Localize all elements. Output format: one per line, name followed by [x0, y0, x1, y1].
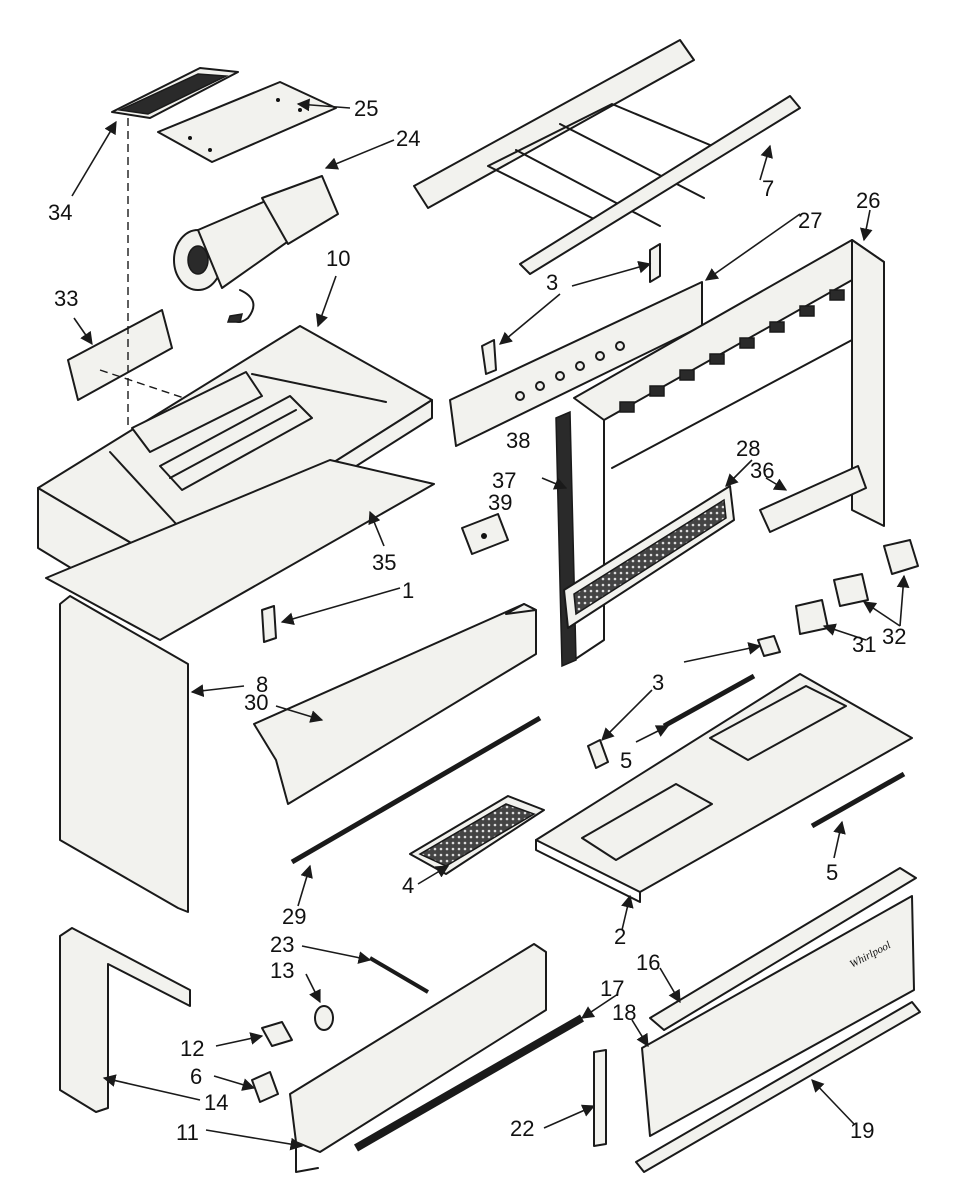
- callout-16: 16: [636, 950, 660, 975]
- callout-3: 3: [652, 670, 664, 695]
- part-34-vent-bracket: [111, 67, 239, 119]
- part-3-hinge-clip: [587, 635, 781, 769]
- part-12-light-socket: [261, 1021, 293, 1047]
- callout-35: 35: [372, 550, 396, 575]
- callout-18: 18: [612, 1000, 636, 1025]
- callout-12: 12: [180, 1036, 204, 1061]
- part-35-bottom-panel: [45, 459, 435, 641]
- callout-33: 33: [54, 286, 78, 311]
- part-23-lamp-wire: [368, 956, 430, 994]
- callout-1: 1: [402, 578, 414, 603]
- part-30-front-trim: [253, 603, 537, 805]
- callout-7: 7: [762, 176, 774, 201]
- callout-31: 31: [852, 632, 876, 657]
- part-39-switch: [461, 513, 509, 555]
- callout-11: 11: [176, 1120, 199, 1145]
- part-16-trim-strip: [649, 867, 917, 1031]
- vent-slot-row: [619, 289, 845, 413]
- callout-5: 5: [826, 860, 838, 885]
- assembly-line: [99, 369, 191, 401]
- part-36-latch-bracket: [759, 465, 867, 533]
- callout-36: 36: [750, 458, 774, 483]
- callout-29: 29: [282, 904, 306, 929]
- callout-34: 34: [48, 200, 72, 225]
- part-32-switch: [833, 539, 919, 607]
- part-26-front-frame: [573, 239, 885, 661]
- callout-4: 4: [402, 873, 414, 898]
- part-19-trim-strip: [635, 1001, 921, 1173]
- callout-22: 22: [510, 1116, 534, 1141]
- callout-27: 27: [798, 208, 822, 233]
- callout-30: 30: [244, 690, 268, 715]
- part-33-damper-plate: [67, 309, 173, 401]
- part-14-side-bracket: [59, 927, 191, 1113]
- callout-13: 13: [270, 958, 294, 983]
- part-13-light-bulb: [314, 1005, 334, 1031]
- callout-2: 2: [614, 924, 626, 949]
- part-37-gasket-strip: [555, 410, 577, 668]
- callout-labels: 1 2 3 3 4 5 5 6 7 8 10 11 12 13 14 16 17…: [48, 96, 906, 1145]
- leader-lines: [71, 98, 910, 1151]
- callout-23: 23: [270, 932, 294, 957]
- part-24-blower-motor: [173, 175, 339, 323]
- callout-26: 26: [856, 188, 880, 213]
- callout-10: 10: [326, 246, 350, 271]
- callout-28: 28: [736, 436, 760, 461]
- callout-3: 3: [546, 270, 558, 295]
- part-2-bottom-tray: [535, 673, 913, 903]
- callout-19: 19: [850, 1118, 874, 1143]
- part-3-hinge-clip: [481, 243, 661, 375]
- part-5-strip: [662, 673, 906, 829]
- callout-32: 32: [882, 624, 906, 649]
- part-7-top-frame: [413, 39, 801, 275]
- callout-14: 14: [204, 1090, 228, 1115]
- callout-25: 25: [354, 96, 378, 121]
- callout-6: 6: [190, 1064, 202, 1089]
- part-8-side-panel: [59, 595, 189, 913]
- callout-8: 8: [256, 672, 268, 697]
- callout-17: 17: [600, 976, 624, 1001]
- callout-37: 37: [492, 468, 516, 493]
- part-29-rod: [290, 715, 542, 865]
- callout-39: 39: [488, 490, 512, 515]
- part-6-socket: [251, 1071, 279, 1103]
- part-17-rod: [354, 1014, 584, 1152]
- part-28-grease-filter: [563, 485, 735, 629]
- part-18-front-panel: Whirlpool: [641, 895, 915, 1137]
- part-22-light-lens: [593, 1049, 607, 1147]
- part-1-clip: [261, 605, 277, 643]
- part-31-switch: [795, 599, 829, 635]
- callout-5: 5: [620, 748, 632, 773]
- part-4-charcoal-filter: [409, 795, 545, 875]
- callout-24: 24: [396, 126, 420, 151]
- callout-38: 38: [506, 428, 530, 453]
